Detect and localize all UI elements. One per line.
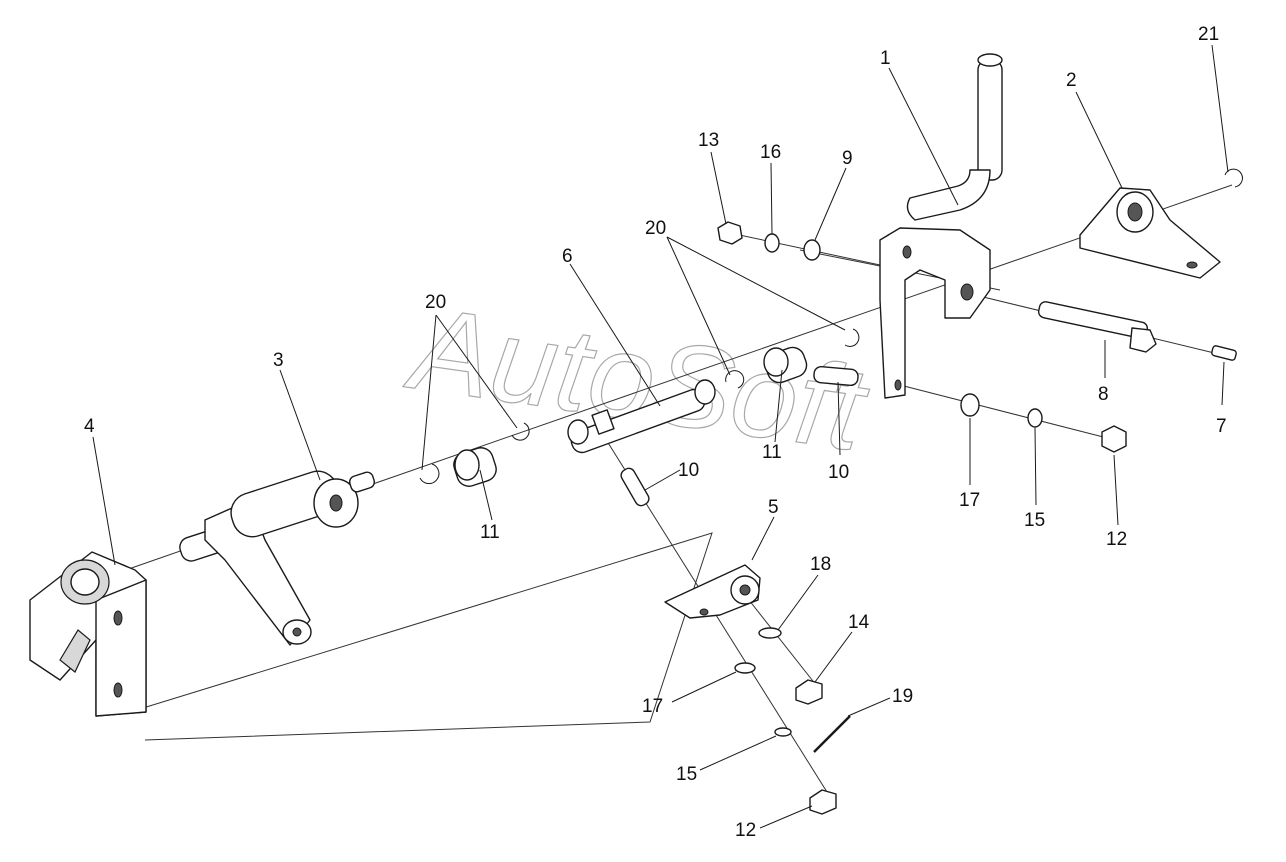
part-9-washer	[803, 239, 821, 261]
part-17-washer-lower	[734, 662, 756, 674]
callout-17-upper: 17	[959, 490, 980, 511]
part-15-lock-washer-upper	[1027, 408, 1043, 428]
callout-labels: 1 2 21 13 16 9 20 6 20 3 4 11 11 10 10 8…	[84, 24, 1227, 841]
part-15-lock-washer-lower	[774, 727, 792, 737]
callout-11-right: 11	[762, 442, 782, 463]
part-1-pedal-arm	[879, 53, 1003, 399]
part-3-lever-shaft	[179, 470, 376, 646]
callout-13: 13	[698, 130, 719, 151]
parts-upper-fasteners	[717, 221, 1127, 453]
part-16-lock-washer	[764, 233, 780, 253]
callout-15-lower: 15	[676, 764, 697, 785]
callout-10-right: 10	[828, 462, 849, 483]
part-10-pins	[620, 365, 859, 507]
callout-12-lower: 12	[735, 820, 756, 841]
callout-18: 18	[810, 554, 831, 575]
watermark-text: AutoSoft	[399, 282, 876, 477]
part-7-grease-fitting	[1211, 345, 1237, 361]
part-5-lever	[664, 564, 761, 619]
callout-19: 19	[892, 686, 913, 707]
part-8-bolt	[1037, 301, 1157, 353]
callout-10-left: 10	[678, 460, 699, 481]
parts-lower-fasteners	[734, 627, 851, 815]
part-12-nut-upper	[1101, 425, 1127, 453]
callout-12-upper: 12	[1106, 529, 1127, 550]
part-20-rings-left	[419, 422, 530, 485]
callout-5: 5	[768, 497, 779, 518]
part-6-shaft	[567, 379, 716, 454]
callout-11-left: 11	[480, 522, 500, 543]
part-14-castle-nut	[795, 679, 823, 705]
leader-lines	[92, 44, 1229, 829]
callout-9: 9	[842, 148, 853, 169]
part-17-washer-upper	[960, 393, 980, 417]
callout-8: 8	[1098, 384, 1109, 405]
callout-17-lower: 17	[642, 696, 663, 717]
part-12-nut-lower	[809, 789, 837, 815]
callout-4: 4	[84, 416, 95, 437]
callout-3: 3	[273, 350, 284, 371]
callout-21: 21	[1198, 24, 1219, 45]
part-4-bracket	[29, 551, 147, 717]
callout-20-left: 20	[425, 292, 446, 313]
part-11-bushing-right	[763, 346, 808, 384]
callout-16: 16	[760, 142, 781, 163]
callout-6: 6	[562, 246, 573, 267]
callout-2: 2	[1066, 70, 1077, 91]
part-20-rings-right	[725, 328, 860, 389]
callout-1: 1	[880, 48, 891, 69]
part-18-washer	[758, 627, 782, 639]
callout-20-right: 20	[645, 218, 666, 239]
part-11-bushing-left	[453, 447, 497, 487]
part-2-pivot-bracket	[1079, 187, 1221, 279]
callout-15-upper: 15	[1024, 510, 1045, 531]
part-19-cotter-pin	[813, 715, 851, 753]
callout-14: 14	[848, 612, 870, 633]
part-13-nut	[717, 221, 743, 245]
callout-7: 7	[1216, 416, 1227, 437]
